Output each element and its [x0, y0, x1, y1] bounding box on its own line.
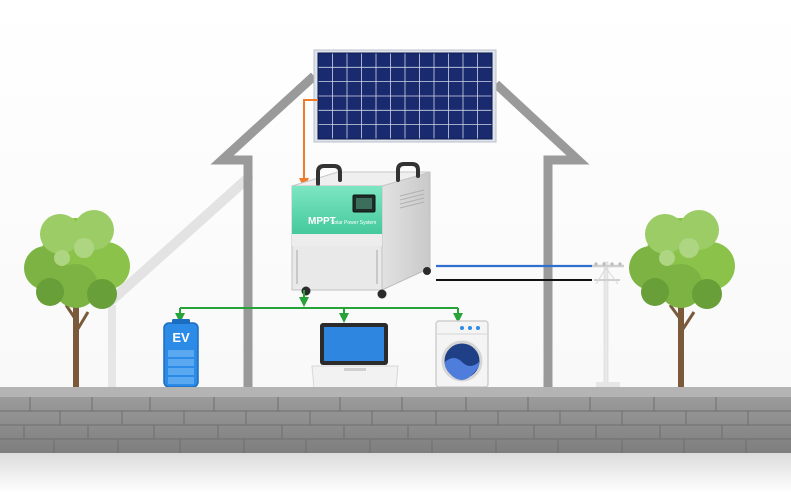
grid-connection [436, 264, 592, 281]
solar-power-system-unit: MPPT Solar Power System [291, 162, 431, 299]
unit-handle-left [316, 164, 342, 186]
solar-panel [313, 49, 497, 143]
utility-pole [592, 261, 624, 388]
unit-brand-label: MPPT [308, 216, 336, 227]
unit-wheel [423, 267, 431, 275]
unit-wheel [301, 286, 311, 296]
unit-product-label: Solar Power System [331, 220, 376, 226]
stone-wall [0, 387, 791, 493]
garage-outline [107, 173, 253, 390]
laptop-icon [311, 323, 399, 389]
ev-label: EV [172, 330, 190, 345]
unit-handle-right [396, 162, 420, 182]
house-outline [210, 72, 590, 388]
tree-left [24, 210, 130, 388]
load-distribution-lines [175, 290, 463, 323]
washing-machine-icon [435, 320, 489, 388]
unit-wheel [377, 289, 387, 299]
tree-right [629, 210, 735, 388]
ev-battery-icon: EV [163, 319, 199, 388]
solar-feed-line [299, 99, 318, 188]
